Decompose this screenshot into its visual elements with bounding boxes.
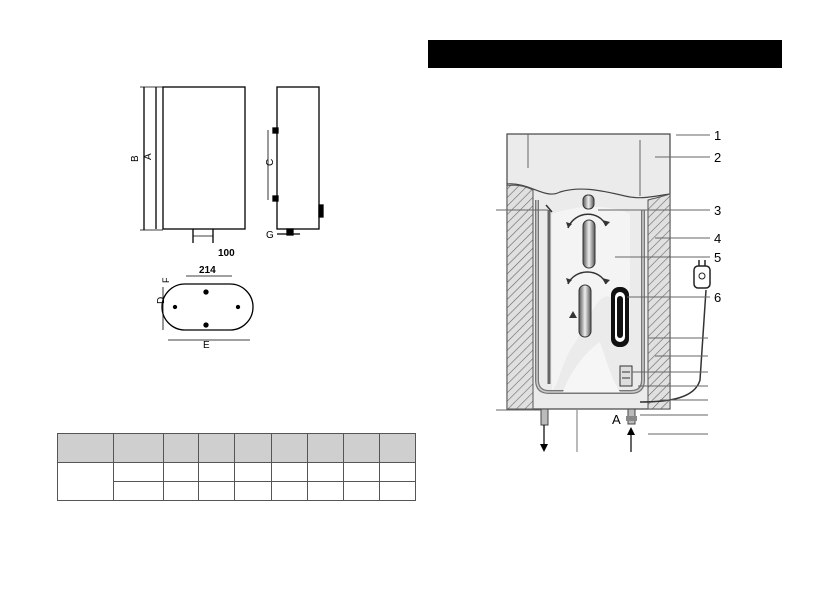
table-cell bbox=[271, 433, 308, 463]
dim-label-e: E bbox=[203, 340, 210, 351]
dim-label-a: A bbox=[143, 153, 154, 160]
callout-3: 3 bbox=[714, 203, 721, 218]
dim-label-214: 214 bbox=[199, 265, 216, 276]
thermostat bbox=[619, 365, 633, 387]
dim-label-g: G bbox=[266, 230, 274, 241]
table-cell bbox=[163, 433, 199, 463]
table-cell bbox=[57, 462, 114, 501]
table-cell bbox=[234, 433, 272, 463]
table-cell bbox=[113, 433, 164, 463]
callout-5: 5 bbox=[714, 250, 721, 265]
callout-2: 2 bbox=[714, 150, 721, 165]
callout-leaders bbox=[496, 134, 710, 452]
table-header-row bbox=[57, 433, 416, 463]
spec-table bbox=[57, 433, 416, 501]
anode-upper bbox=[582, 219, 596, 269]
dim-label-100: 100 bbox=[218, 248, 235, 259]
table-row bbox=[58, 481, 416, 501]
side-view bbox=[267, 86, 324, 236]
table-cell bbox=[379, 481, 416, 501]
anode-lower bbox=[578, 284, 592, 338]
front-view bbox=[140, 86, 246, 243]
table-cell bbox=[198, 433, 235, 463]
table-cell bbox=[343, 433, 380, 463]
dim-label-d: D bbox=[156, 297, 167, 304]
cutaway-edge bbox=[506, 183, 671, 199]
label-a: A bbox=[612, 412, 621, 427]
hot-water-outlet bbox=[540, 408, 549, 426]
insulation-right bbox=[647, 193, 671, 410]
callout-6: 6 bbox=[714, 290, 721, 305]
callout-1: 1 bbox=[714, 128, 721, 143]
dim-label-c: C bbox=[265, 159, 276, 166]
dim-label-f: F bbox=[161, 277, 171, 283]
callout-4: 4 bbox=[714, 231, 721, 246]
bottom-view bbox=[161, 275, 254, 341]
dim-label-b: B bbox=[130, 155, 141, 162]
plug bbox=[693, 265, 711, 289]
power-cord bbox=[639, 289, 707, 403]
insulation-left bbox=[506, 184, 534, 410]
table-cell bbox=[57, 433, 114, 463]
section-header-bar bbox=[428, 40, 782, 68]
